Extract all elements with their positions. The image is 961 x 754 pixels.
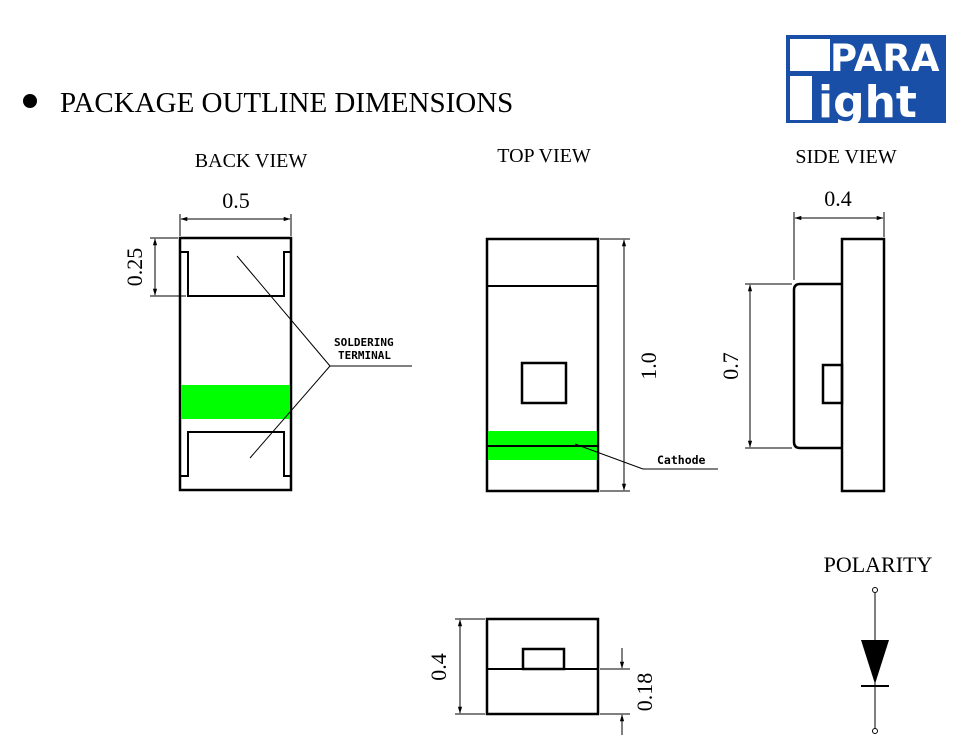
back-view-label: BACK VIEW (195, 150, 308, 172)
dim-label-length: 1.0 (636, 352, 661, 380)
top-view-drawing: 1.0 Cathode (485, 237, 718, 493)
side-view-chip (821, 363, 844, 405)
bottom-view-drawing: 0.4 0.18 (426, 617, 657, 735)
cathode-callout: Cathode (657, 453, 706, 467)
logo-text-ight: ight (818, 77, 917, 128)
back-view-drawing: 0.5 0.25 SOLDERING TERMINAL (122, 188, 412, 492)
soldering-callout-line1: SOLDERING (334, 336, 394, 349)
dim-label-side-height: 0.7 (718, 352, 743, 380)
soldering-callout-line2: TERMINAL (338, 349, 391, 362)
polarity-label: POLARITY (824, 552, 933, 577)
top-view-top-pad (486, 238, 599, 287)
back-view-top-terminal (180, 237, 292, 297)
logo-text-para: PARA (830, 37, 940, 80)
side-view-label: SIDE VIEW (795, 146, 896, 168)
bottom-view-chip (521, 647, 566, 671)
dim-label-lens: 0.18 (632, 673, 657, 712)
side-view-drawing: 0.4 0.7 (718, 186, 886, 493)
dim-label-width: 0.5 (222, 188, 250, 213)
dim-label-bottom-height: 0.4 (426, 653, 451, 681)
side-view-substrate (840, 237, 886, 493)
top-view-led-chip (520, 361, 568, 405)
bullet-icon (23, 94, 37, 108)
page-title: PACKAGE OUTLINE DIMENSIONS (60, 87, 513, 119)
side-view-lens (792, 282, 842, 450)
diode-triangle-icon (861, 640, 889, 684)
polarity-symbol: POLARITY (824, 552, 933, 734)
back-view-body (178, 236, 293, 492)
bottom-view-substrate (486, 668, 599, 715)
dim-label-terminal: 0.25 (122, 248, 147, 287)
bottom-view-body (485, 617, 600, 716)
back-view-cathode-band (181, 385, 290, 419)
top-view-label: TOP VIEW (497, 145, 591, 167)
dim-label-side-width: 0.4 (824, 186, 852, 211)
paralight-logo: PARA ight (786, 35, 946, 128)
back-view-bottom-terminal (180, 431, 292, 491)
